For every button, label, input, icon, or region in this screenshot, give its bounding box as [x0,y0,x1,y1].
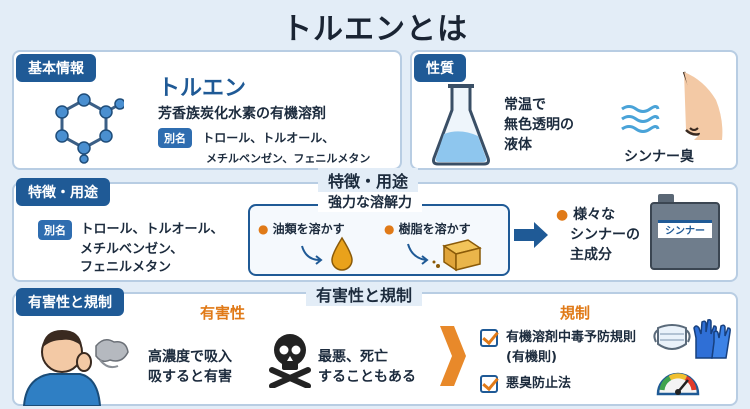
harm-2-line-1: 最悪、死亡 [318,349,388,365]
result-line-1: ● 様々な [556,204,615,224]
skull-crossbones-icon [269,334,311,388]
alias-line-1: トロール、トルオール、 [202,130,335,145]
regulation-2: 悪臭防止法 [480,372,571,393]
oil-drop-icon [301,236,353,271]
regulation-1: 有機溶剤中毒予防規則 [480,326,636,347]
odor-waves-icon [621,105,660,133]
odor-label: シンナー臭 [624,149,694,165]
regulation-2-text: 悪臭防止法 [506,376,572,391]
compound-name: トルエン [158,76,247,101]
page-title: トルエンとは [282,12,468,47]
compound-description: 芳香族炭化水素の有機溶剤 [158,106,326,122]
coughing-person-icon [22,330,129,406]
bullet-dot-2: ● [384,222,395,236]
bullet-dot: ● [258,222,269,236]
arrow-right-icon [514,222,548,248]
can-spout [658,194,674,204]
dissolve-oil-label: ● 油類を溶かす [258,220,345,237]
dissolve-oil-text: 油類を溶かす [272,222,345,236]
features-alias-line-1: トロール、トルオール、 [80,222,224,237]
regulation-1-line-1: 有機溶剤中毒予防規則 [506,330,637,345]
features-center-title: 特徴・用途 [318,168,419,192]
result-line-3: 主成分 [570,247,612,263]
hazards-tag: 有害性と規制 [16,288,124,316]
thinner-can-icon: シンナー [650,194,720,270]
basic-info-tag: 基本情報 [16,54,96,82]
features-alias-tag: 別名 [38,219,72,240]
chevron-right-icon [440,326,466,386]
basic-alias-row: 別名 トロール、トルオール、 [158,128,334,148]
property-line-1: 常温で [504,97,546,113]
regulation-title: 規制 [560,304,591,322]
flask-icon [432,84,490,166]
alias-line-2: メチルベンゼン、フェニルメタン [206,152,371,165]
hazards-panel [12,292,738,406]
property-line-2: 無色透明の [504,117,574,133]
alias-tag: 別名 [158,128,192,148]
features-tag: 特徴・用途 [16,178,110,206]
gauge-icon [656,372,700,396]
features-alias-line-2: メチルベンゼン、 [80,242,184,257]
harm-2-line-2: することもある [318,369,416,385]
solvency-title: 強力な溶解力 [318,192,422,212]
properties-tag: 性質 [414,54,466,82]
can-label: シンナー [658,220,712,238]
dissolve-resin-text: 樹脂を溶かす [398,222,471,236]
hazards-center-title: 有害性と規制 [306,282,423,306]
molecule-icon [55,93,124,164]
property-line-3: 液体 [504,137,532,153]
features-alias-line-3: フェニルメタン [80,260,172,275]
harm-title: 有害性 [200,304,246,322]
harm-1-line-1: 高濃度で吸入 [148,349,232,365]
harm-1-line-2: 吸すると有害 [148,369,232,385]
mask-icon [653,324,691,350]
check-icon [480,328,498,347]
nose-icon [682,71,723,140]
check-icon-2 [480,374,498,393]
resin-block-icon [407,239,482,272]
dissolve-resin-label: ● 樹脂を溶かす [384,220,471,237]
gloves-icon [693,319,731,359]
features-alias-row: 別名 トロール、トルオール、 [38,218,224,240]
regulation-1-line-2: (有機則) [506,350,557,365]
result-line-1-text: 様々な [573,207,616,223]
result-bullet: ● [556,207,569,223]
result-line-2: シンナーの [570,227,640,243]
